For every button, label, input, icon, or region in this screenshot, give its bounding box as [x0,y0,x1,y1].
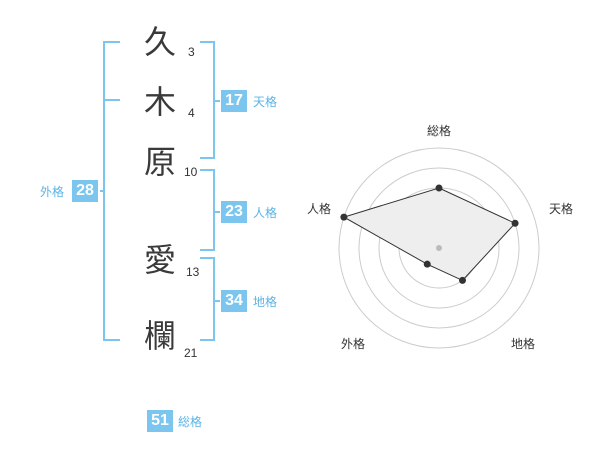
stroke-count-3: 10 [184,165,198,179]
radar-center-dot [436,245,442,251]
radar-ring-5 [338,147,540,349]
radar-polygon [342,187,516,282]
tenkaku-value: 17 [221,90,247,112]
name-char-3: 原 [143,143,176,181]
chikaku-value: 34 [221,290,247,312]
radar-point-4 [340,213,348,221]
stroke-count-1: 3 [188,45,195,59]
stroke-count-4: 13 [186,265,200,279]
radar-points [340,184,519,284]
tenkaku-label: 天格 [253,95,278,109]
radar-label-tenkaku: 天格 [549,202,574,216]
name-char-2: 木 [143,83,176,121]
soukaku-label: 総格 [178,415,203,429]
gaikaku-label: 外格 [40,185,65,199]
radar-label-chikaku: 地格 [511,337,536,351]
name-char-4: 愛 [143,241,176,279]
radar-ring-4 [358,167,520,329]
jinkaku-label: 人格 [253,206,278,220]
radar-point-1 [511,219,519,227]
name-char-1: 久 [143,23,176,61]
radar-point-3 [423,260,431,268]
chikaku-bracket [200,257,215,341]
radar-label-jinkaku: 人格 [307,202,332,216]
radar-label-gaikaku: 外格 [341,337,366,351]
chikaku-label: 地格 [253,295,278,309]
jinkaku-value: 23 [221,201,247,223]
name-char-5: 欄 [143,317,176,355]
soukaku-value: 51 [147,410,173,432]
radar-label-soukaku: 総格 [427,124,452,138]
stroke-count-5: 21 [184,346,198,360]
stroke-count-2: 4 [188,106,195,120]
radar-point-2 [459,276,467,284]
gaikaku-value: 28 [72,180,98,202]
jinkaku-bracket [200,169,215,251]
radar-point-0 [435,184,443,192]
